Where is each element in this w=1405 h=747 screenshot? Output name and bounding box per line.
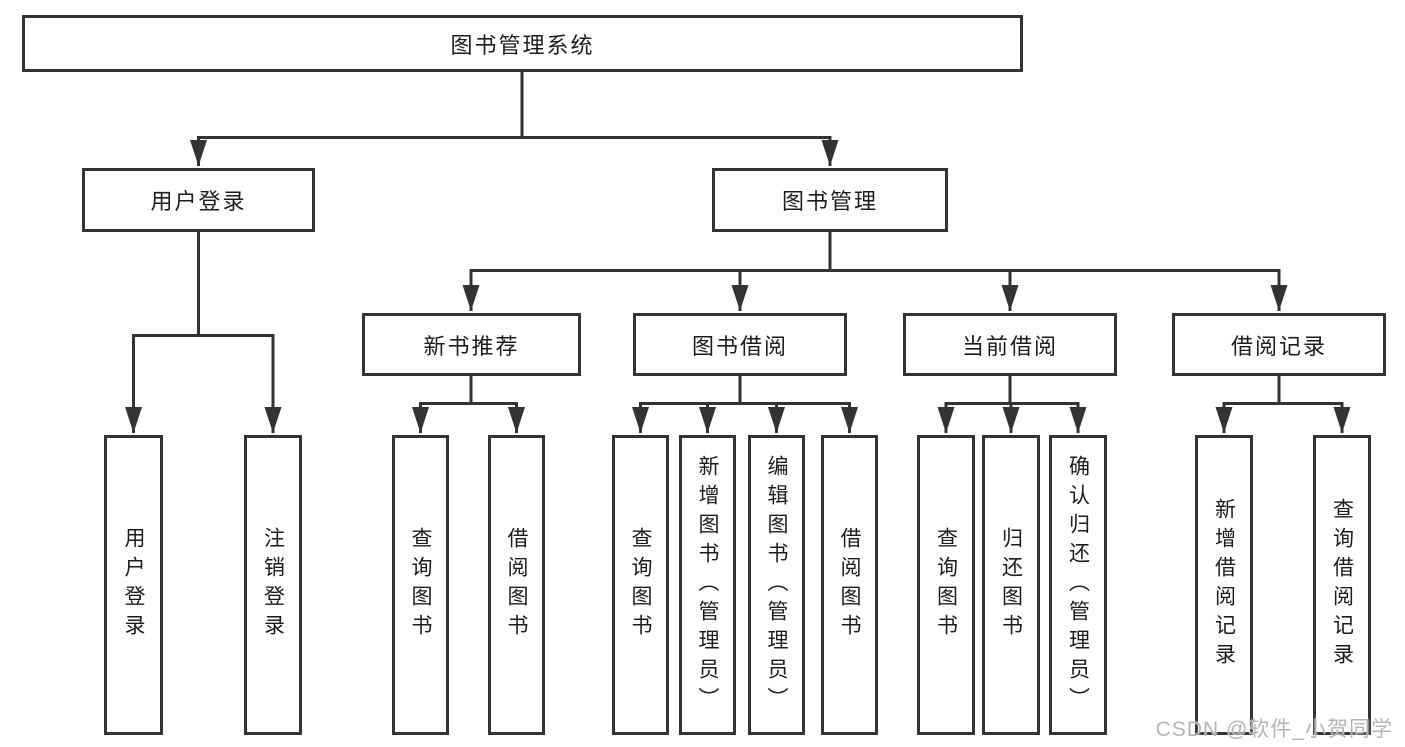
node-user-login-leaf: 用户登录: [104, 435, 163, 735]
node-add-book-admin: 新增图书（管理员）: [679, 435, 736, 735]
node-library-system: 图书管理系统: [22, 15, 1023, 72]
node-query-books-borrow: 查询图书: [612, 435, 669, 735]
connector-current-borrow: [937, 376, 1087, 433]
connector-user-login: [125, 232, 282, 433]
node-query-borrow-record: 查询借阅记录: [1313, 435, 1371, 735]
connector-book-management: [462, 232, 1288, 311]
node-current-borrow: 当前借阅: [903, 313, 1117, 376]
connector-borrow-records: [1215, 376, 1351, 433]
node-edit-book-admin: 编辑图书（管理员）: [748, 435, 805, 735]
node-borrow-records: 借阅记录: [1172, 313, 1386, 376]
node-book-borrow: 图书借阅: [633, 313, 847, 376]
node-book-management: 图书管理: [712, 168, 948, 232]
node-add-borrow-record: 新增借阅记录: [1195, 435, 1253, 735]
connector-root: [190, 72, 839, 166]
node-borrow-books-recommend: 借阅图书: [488, 435, 545, 735]
node-query-books-recommend: 查询图书: [392, 435, 449, 735]
node-new-book-recommend: 新书推荐: [362, 313, 581, 376]
connector-new-book-recommend: [412, 376, 525, 433]
node-logout: 注销登录: [244, 435, 302, 735]
node-borrow-books-leaf: 借阅图书: [821, 435, 878, 735]
connector-book-borrow: [632, 376, 858, 433]
watermark: CSDN @软件_小贺同学: [1155, 718, 1393, 741]
node-query-books-current: 查询图书: [917, 435, 975, 735]
node-user-login: 用户登录: [82, 168, 315, 232]
node-confirm-return-admin: 确认归还（管理员）: [1049, 435, 1107, 735]
node-return-books: 归还图书: [982, 435, 1040, 735]
